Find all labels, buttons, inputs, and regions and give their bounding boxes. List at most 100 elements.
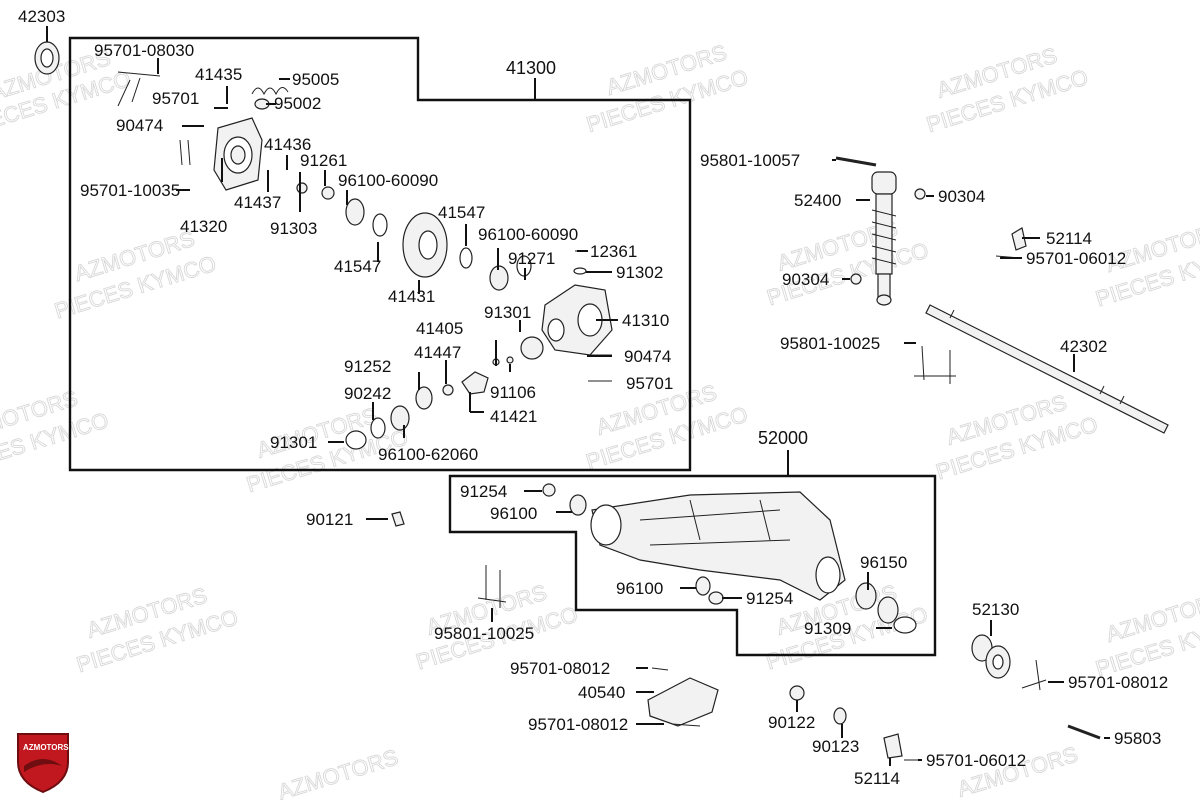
shock-52400-drawing	[835, 156, 897, 306]
callout-95701-08012-c[interactable]: 95701-08012	[528, 715, 628, 734]
callout-91309[interactable]: 91309	[804, 619, 851, 638]
brand-logo: AZMOTORS	[17, 733, 69, 794]
callout-41547[interactable]: 41547	[438, 203, 485, 222]
callout-91254[interactable]: 91254	[460, 482, 507, 501]
oring-91309-drawing	[893, 616, 917, 634]
callout-95701[interactable]: 95701	[152, 89, 199, 108]
leader-lines	[46, 26, 1110, 766]
callout-91303[interactable]: 91303	[270, 219, 317, 238]
swingarm-52000-drawing	[590, 491, 846, 601]
group-label-41300[interactable]: 41300	[506, 58, 556, 78]
shield-swoosh	[24, 759, 62, 772]
callout-96100-b[interactable]: 96100	[616, 579, 663, 598]
callout-96100-62060[interactable]: 96100-62060	[378, 445, 478, 464]
callout-90474-b[interactable]: 90474	[624, 347, 671, 366]
clamp-52114-b-drawing	[883, 733, 903, 759]
bolt-95701-08012-b-drawing	[671, 723, 701, 727]
bolt-95803-drawing	[1067, 724, 1101, 740]
callout-96100-60090[interactable]: 96100-60090	[338, 171, 438, 190]
seal-91254-drawing	[542, 483, 556, 497]
callout-41405[interactable]: 41405	[416, 319, 463, 338]
oring-91301-drawing	[520, 336, 544, 360]
callout-41421[interactable]: 41421	[490, 407, 537, 426]
callout-95701-08012-b[interactable]: 95701-08012	[510, 659, 610, 678]
callout-91106[interactable]: 91106	[490, 383, 536, 402]
bolts-95701-08012-drawing	[1021, 659, 1047, 691]
shim-41547-drawing	[372, 213, 388, 237]
callout-52400[interactable]: 52400	[794, 191, 841, 210]
callout-95801-10025-b[interactable]: 95801-10025	[434, 624, 534, 643]
logo-text: AZMOTORS	[23, 743, 69, 752]
callout-90242[interactable]: 90242	[344, 384, 391, 403]
callout-95701-10035[interactable]: 95701-10035	[80, 181, 180, 200]
nut-90304-b-drawing	[850, 273, 862, 285]
callout-90121[interactable]: 90121	[306, 510, 353, 529]
callout-41431[interactable]: 41431	[388, 287, 435, 306]
callout-90123[interactable]: 90123	[812, 737, 859, 756]
nut-90304-drawing	[914, 188, 926, 200]
callout-41320[interactable]: 41320	[180, 217, 227, 236]
bearing-96100-b-drawing	[695, 576, 711, 596]
callout-41435[interactable]: 41435	[195, 65, 242, 84]
callout-95801-10025[interactable]: 95801-10025	[780, 334, 880, 353]
bracket-52130-drawing	[971, 634, 1011, 679]
seal-96150-drawing	[877, 596, 899, 624]
callout-91301[interactable]: 91301	[484, 303, 531, 322]
callout-91271[interactable]: 91271	[508, 249, 555, 268]
nut-90122-drawing	[789, 685, 805, 701]
callout-91254-b[interactable]: 91254	[746, 589, 793, 608]
callout-96100-60090-b[interactable]: 96100-60090	[478, 225, 578, 244]
callout-labels: 42303 95701-08030 41435 95005 95701 9500…	[18, 7, 1168, 788]
callout-91301-b[interactable]: 91301	[270, 433, 317, 452]
callout-41310[interactable]: 41310	[622, 311, 669, 330]
callout-40540[interactable]: 40540	[578, 683, 625, 702]
bearing-96100-drawing	[569, 494, 587, 516]
clamp-52114-drawing	[1011, 227, 1027, 251]
group-label-52000[interactable]: 52000	[758, 428, 808, 448]
callout-90304[interactable]: 90304	[938, 187, 985, 206]
callout-95701-06012-b[interactable]: 95701-06012	[926, 751, 1026, 770]
callout-90122[interactable]: 90122	[768, 713, 815, 732]
callout-12361[interactable]: 12361	[590, 242, 637, 261]
oring-91261-drawing	[321, 186, 335, 200]
callout-52114[interactable]: 52114	[1046, 229, 1092, 248]
callout-90474[interactable]: 90474	[116, 116, 163, 135]
callout-96100[interactable]: 96100	[490, 504, 537, 523]
callout-42302[interactable]: 42302	[1060, 337, 1107, 356]
bracket-40540-drawing	[647, 677, 719, 727]
bolts-top-left-drawing	[117, 71, 191, 166]
bearing-96100-60090-drawing	[345, 198, 365, 226]
callout-52114-b[interactable]: 52114	[854, 769, 900, 788]
ring-gear-41431-drawing	[402, 212, 448, 278]
callout-91252[interactable]: 91252	[344, 357, 391, 376]
callout-91302[interactable]: 91302	[616, 263, 663, 282]
shim-41547-b-drawing	[459, 247, 473, 269]
bearing-96100-62060-drawing	[390, 405, 410, 431]
callout-95701-06012[interactable]: 95701-06012	[1026, 249, 1126, 268]
group-frame-41300	[68, 36, 692, 472]
callout-95803[interactable]: 95803	[1114, 729, 1161, 748]
watermark-line1: AZMOTORS	[275, 744, 401, 800]
callout-95701-b[interactable]: 95701	[626, 374, 673, 393]
callout-41547-b[interactable]: 41547	[334, 257, 381, 276]
oring-91301-b-drawing	[345, 430, 367, 450]
seal-91254-b-drawing	[708, 591, 724, 605]
callout-41436[interactable]: 41436	[264, 135, 311, 154]
callout-52130[interactable]: 52130	[972, 600, 1019, 619]
callout-95005[interactable]: 95005	[292, 70, 339, 89]
cover-41320-drawing	[213, 117, 263, 191]
callout-41447[interactable]: 41447	[414, 343, 461, 362]
pinion-41421-drawing	[461, 371, 489, 395]
bearing-96150-drawing	[855, 582, 877, 610]
callout-95701-08030[interactable]: 95701-08030	[94, 41, 194, 60]
callout-95002[interactable]: 95002	[274, 94, 321, 113]
callout-41437[interactable]: 41437	[234, 193, 281, 212]
callout-96150[interactable]: 96150	[860, 553, 907, 572]
bolts-95801-10025-b-drawing	[477, 565, 507, 608]
callout-90304-b[interactable]: 90304	[782, 270, 829, 289]
callout-42303[interactable]: 42303	[18, 7, 65, 26]
callout-95701-08012[interactable]: 95701-08012	[1068, 673, 1168, 692]
callout-91261[interactable]: 91261	[300, 151, 347, 170]
callout-95801-10057[interactable]: 95801-10057	[700, 151, 800, 170]
